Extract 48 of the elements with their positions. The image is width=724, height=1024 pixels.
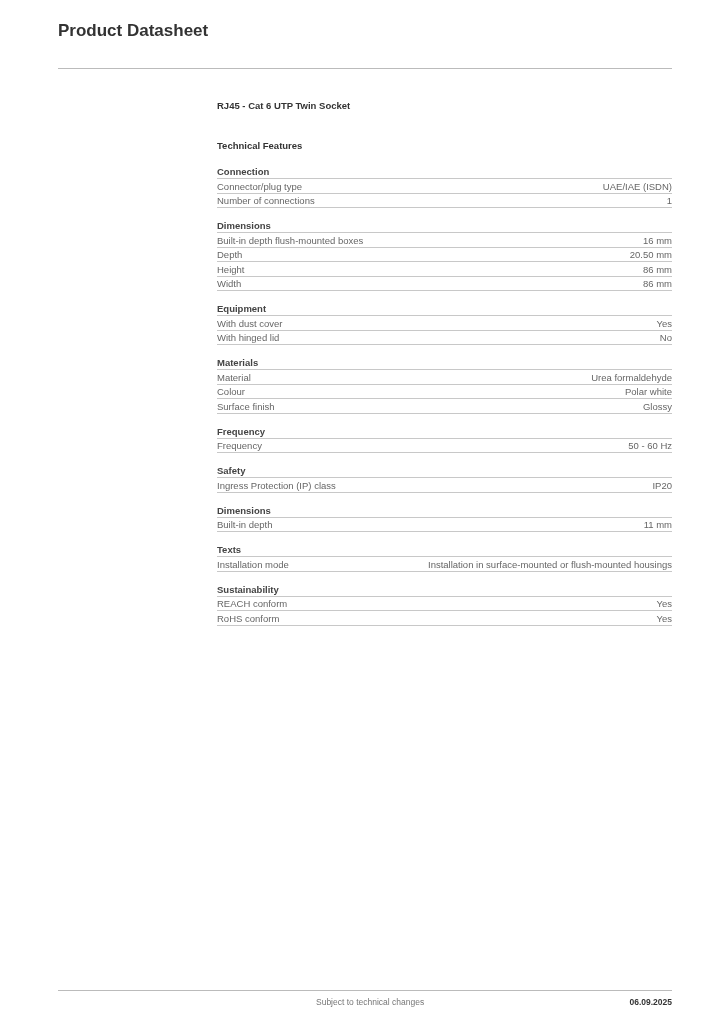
property-value: Urea formaldehyde: [591, 371, 672, 384]
product-subtitle: RJ45 - Cat 6 UTP Twin Socket: [217, 100, 351, 111]
property-value: 16 mm: [642, 234, 672, 247]
footer-note: Subject to technical changes: [316, 997, 425, 1007]
property-value: 11 mm: [643, 519, 672, 531]
property-name: Connector/plug type: [217, 180, 303, 193]
property-value: Polar white: [625, 386, 672, 398]
property-value: Installation in surface-mounted or flush-mounted housings: [428, 558, 672, 571]
property-name: Colour: [217, 386, 245, 398]
property-value: UAE/IAE (ISDN): [602, 180, 672, 193]
property-name: Built-in depth flush-mounted boxes: [217, 234, 364, 247]
property-name: REACH conform: [217, 598, 288, 610]
footer-date: 06.09.2025: [629, 997, 672, 1007]
page-title: Product Datasheet: [58, 21, 209, 41]
group-heading: Sustainability: [217, 583, 279, 596]
property-name: With hinged lid: [217, 332, 280, 344]
property-name: Ingress Protection (IP) class: [217, 479, 336, 492]
property-name: Width: [217, 278, 242, 290]
property-value: 20.50 mm: [629, 249, 672, 261]
property-name: Surface finish: [217, 400, 275, 413]
property-name: Installation mode: [217, 558, 289, 571]
property-value: Yes: [656, 598, 672, 610]
property-name: Height: [217, 263, 245, 276]
property-value: 86 mm: [642, 263, 672, 276]
property-value: 86 mm: [642, 278, 672, 290]
section-heading: Technical Features: [217, 140, 303, 151]
group-heading: Frequency: [217, 425, 266, 438]
property-name: RoHS conform: [217, 612, 280, 625]
property-value: Yes: [656, 612, 672, 625]
property-name: Material: [217, 371, 251, 384]
property-value: 1: [666, 195, 672, 207]
group-heading: Equipment: [217, 303, 267, 315]
property-value: No: [659, 332, 672, 344]
property-value: Yes: [656, 317, 672, 330]
property-value: 50 - 60 Hz: [628, 440, 672, 452]
property-value: Glossy: [642, 400, 672, 413]
property-name: Frequency: [217, 440, 262, 452]
group-heading: Texts: [217, 544, 242, 556]
property-name: Built-in depth: [217, 519, 273, 531]
property-name: With dust cover: [217, 317, 283, 330]
group-heading: Materials: [217, 357, 259, 369]
group-heading: Dimensions: [217, 220, 271, 232]
group-heading: Dimensions: [217, 504, 271, 517]
property-name: Depth: [217, 249, 243, 261]
property-value: IP20: [652, 479, 672, 492]
group-heading: Safety: [217, 465, 246, 477]
property-name: Number of connections: [217, 195, 315, 207]
group-heading: Connection: [217, 166, 270, 178]
